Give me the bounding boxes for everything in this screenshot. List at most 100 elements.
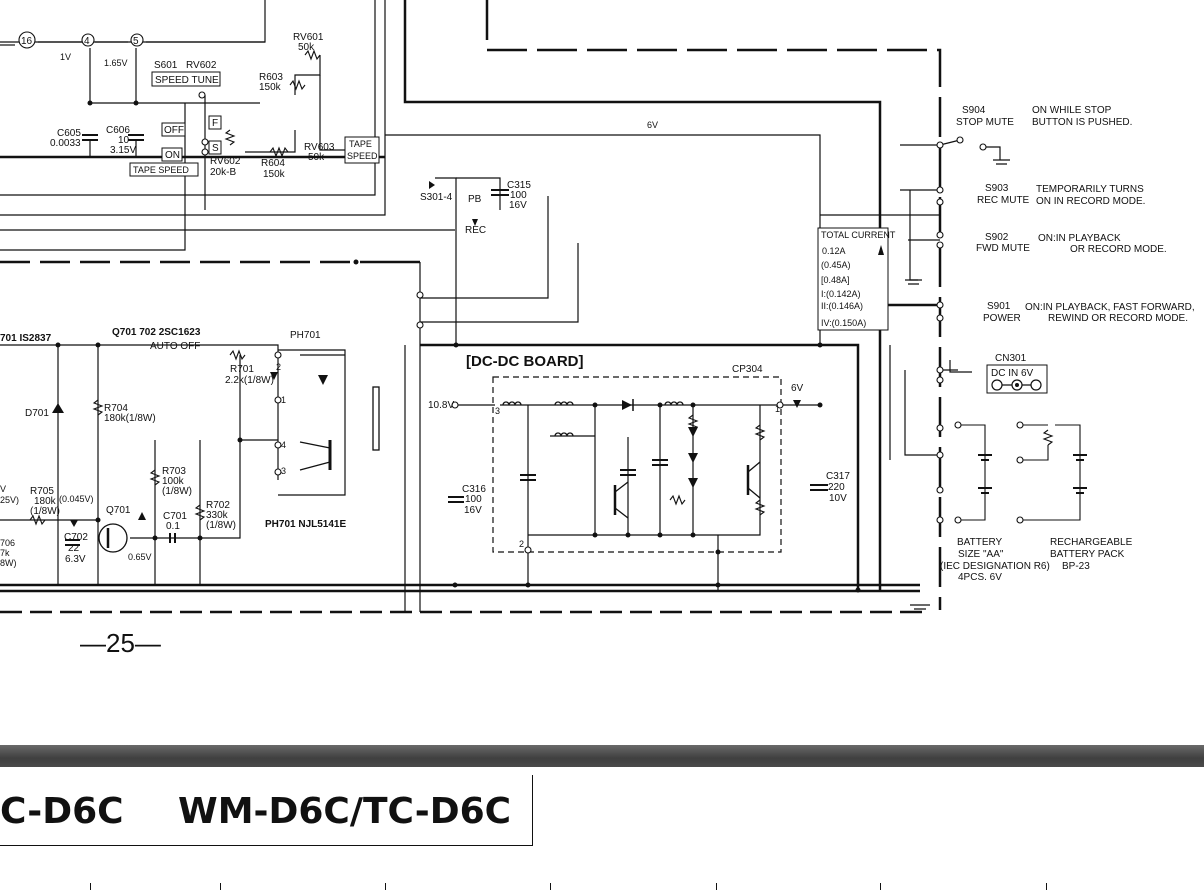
r705-value-1: 180k — [34, 496, 57, 507]
c606-value: 10 — [118, 135, 130, 146]
ruler-tick — [880, 883, 881, 890]
c605-value: 0.0033 — [50, 138, 81, 149]
rv603-label: RV603 — [304, 142, 335, 153]
total-current-3: [0.48A] — [821, 275, 850, 285]
pin-5-label: 5 — [133, 36, 139, 47]
pin-4-label: 4 — [84, 36, 90, 47]
c316-voltage: 16V — [464, 505, 482, 516]
page-number: —25— — [80, 628, 161, 658]
r703-label: R703 — [162, 466, 186, 477]
r706-label: 706 — [0, 538, 15, 548]
tape-speed-box-label: TAPE SPEED — [133, 165, 189, 175]
ruler-tick — [90, 883, 91, 890]
s904-note-1: ON WHILE STOP — [1032, 105, 1112, 116]
s902-label: S902 — [985, 232, 1009, 243]
rv603-value: 50k — [308, 152, 325, 163]
total-current-2: (0.45A) — [821, 260, 851, 270]
total-current-label: TOTAL CURRENT — [821, 230, 896, 240]
c702-value: 22 — [68, 543, 80, 554]
ruler-tick — [1046, 883, 1047, 890]
total-current-4: I:(0.142A) — [821, 289, 861, 299]
off-label: OFF — [164, 125, 184, 136]
model-name-left: C-D6C — [0, 791, 124, 832]
stop-mute-label: STOP MUTE — [956, 117, 1014, 128]
s601-label: S601 — [154, 60, 178, 71]
cn301-label: CN301 — [995, 353, 1027, 364]
tape-speed-bottom: SPEED — [347, 151, 378, 161]
next-page-header: C-D6C WM-D6C/TC-D6C — [0, 767, 1204, 890]
r603-label: R603 — [259, 72, 283, 83]
on-label: ON — [165, 150, 180, 161]
q701-702-label: Q701 702 2SC1623 — [112, 327, 201, 338]
s902-note-2: OR RECORD MODE. — [1070, 244, 1167, 255]
total-current-1: 0.12A — [822, 246, 846, 256]
power-label: POWER — [983, 313, 1021, 324]
s903-label: S903 — [985, 183, 1009, 194]
left-25v-label: 25V) — [0, 495, 19, 505]
d701-label: D701 — [25, 408, 49, 419]
total-current-6: IV:(0.150A) — [821, 318, 866, 328]
c701-value: 0.1 — [166, 521, 180, 532]
voltage-6v-board: 6V — [791, 383, 804, 394]
tape-speed-top: TAPE — [349, 139, 372, 149]
ph701-top-label: PH701 — [290, 330, 321, 341]
auto-off-label: AUTO OFF — [150, 341, 200, 352]
r705-value-2: (1/8W) — [30, 506, 60, 517]
r703-value-1: 100k — [162, 476, 185, 487]
r702-value-1: 330k — [206, 510, 229, 521]
voltage-0-65v: 0.65V — [128, 552, 152, 562]
model-name-right: WM-D6C/TC-D6C — [178, 791, 512, 832]
c315-voltage: 16V — [509, 200, 527, 211]
s901-label: S901 — [987, 301, 1011, 312]
c316-value: 100 — [465, 494, 482, 505]
r705-label: R705 — [30, 486, 54, 497]
s904-label: S904 — [962, 105, 986, 116]
r706-watt: 8W) — [0, 558, 17, 568]
q701-label: Q701 — [106, 505, 131, 516]
s901-note-2: REWIND OR RECORD MODE. — [1048, 313, 1188, 324]
c315-label: C315 — [507, 180, 531, 191]
r703-value-2: (1/8W) — [162, 486, 192, 497]
rec-label: REC — [465, 225, 486, 236]
ruler-tick — [220, 883, 221, 890]
c605-label: C605 — [57, 128, 81, 139]
board-pin-2: 2 — [519, 539, 524, 549]
r604-label: R604 — [261, 158, 285, 169]
pb-label: PB — [468, 194, 482, 205]
rechargeable-label-1: RECHARGEABLE — [1050, 537, 1133, 548]
r701-value: 2.2k(1/8W) — [225, 375, 274, 386]
c317-label: C317 — [826, 471, 850, 482]
battery-label: BATTERY — [957, 537, 1003, 548]
c316-label: C316 — [462, 484, 486, 495]
r702-value-2: (1/8W) — [206, 520, 236, 531]
r702-label: R702 — [206, 500, 230, 511]
rv602-label: RV602 — [210, 156, 241, 167]
r704-label: R704 — [104, 403, 128, 414]
ruler-tick — [550, 883, 551, 890]
title-box-border — [532, 775, 533, 845]
battery-size-label: SIZE "AA" — [958, 549, 1004, 560]
rv601-value: 50k — [298, 42, 315, 53]
rv602-top-label: RV602 — [186, 60, 217, 71]
fwd-mute-label: FWD MUTE — [976, 243, 1030, 254]
rechargeable-label-2: BATTERY PACK — [1050, 549, 1125, 560]
c317-value: 220 — [828, 482, 845, 493]
r704-value: 180k(1/8W) — [104, 413, 156, 424]
pin-16-label: 16 — [21, 36, 33, 47]
s904-note-2: BUTTON IS PUSHED. — [1032, 117, 1132, 128]
s902-note-1: ON:IN PLAYBACK — [1038, 233, 1121, 244]
page-divider-bar — [0, 745, 1204, 767]
c606-voltage: 3.15V — [110, 145, 136, 156]
title-box-bottom-border — [0, 845, 533, 846]
c702-voltage: 6.3V — [65, 554, 86, 565]
battery-iec-label: (IEC DESIGNATION R6) — [940, 561, 1050, 572]
ruler-tick — [385, 883, 386, 890]
board-pin-1: 1 — [775, 404, 780, 414]
left-v-label: V — [0, 484, 6, 494]
board-pin-3: 3 — [495, 406, 500, 416]
cp304-label: CP304 — [732, 364, 763, 375]
rv602-value: 20k-B — [210, 167, 236, 178]
voltage-10-8v: 10.8V — [428, 400, 454, 411]
c606-label: C606 — [106, 125, 130, 136]
voltage-1-65v: 1.65V — [104, 58, 128, 68]
